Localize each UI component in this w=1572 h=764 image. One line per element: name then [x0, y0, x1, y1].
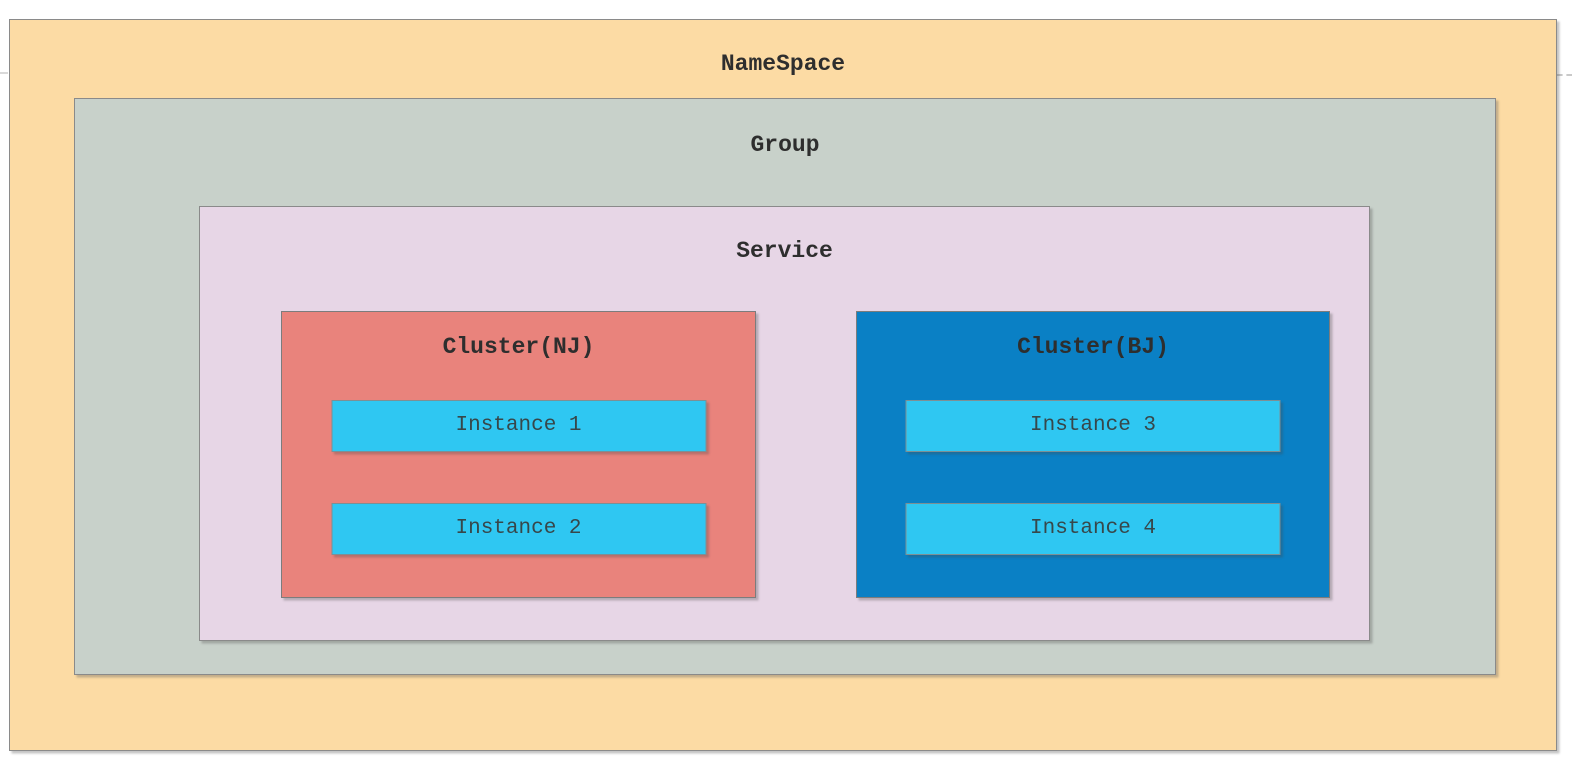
instance-3-label: Instance 3 [1029, 414, 1157, 437]
namespace-box: NameSpace Group Service Cluster(NJ) Inst… [9, 19, 1557, 751]
group-label: Group [750, 132, 820, 158]
service-label: Service [736, 238, 833, 264]
instance-2-label: Instance 2 [455, 517, 582, 540]
canvas-guide-right-line [1557, 74, 1572, 76]
cluster-nj-label: Cluster(NJ) [442, 334, 595, 360]
instance-1-label: Instance 1 [455, 414, 582, 437]
instance-4-label: Instance 4 [1029, 517, 1157, 540]
group-box: Group Service Cluster(NJ) Instance 1 Ins… [74, 98, 1496, 675]
instance-3-box: Instance 3 [905, 400, 1281, 452]
instance-2-box: Instance 2 [331, 503, 706, 555]
cluster-nj-box: Cluster(NJ) Instance 1 Instance 2 [281, 311, 756, 598]
namespace-label: NameSpace [720, 51, 846, 77]
instance-4-box: Instance 4 [905, 503, 1281, 555]
instance-1-box: Instance 1 [331, 400, 706, 452]
cluster-bj-label: Cluster(BJ) [1017, 334, 1169, 360]
cluster-bj-box: Cluster(BJ) Instance 3 Instance 4 [856, 311, 1330, 598]
canvas-guide-left-line [0, 72, 8, 74]
service-box: Service Cluster(NJ) Instance 1 Instance … [199, 206, 1370, 641]
